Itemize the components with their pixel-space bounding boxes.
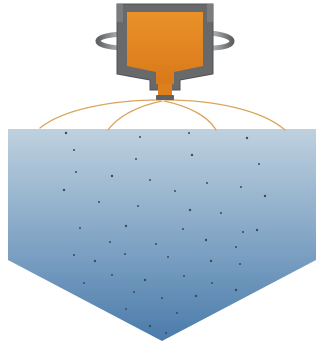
particle (62, 188, 66, 192)
particle (240, 186, 242, 188)
atomizer-rim-left (117, 4, 123, 22)
particle (206, 182, 208, 184)
particle (110, 174, 114, 178)
particle (73, 254, 75, 256)
particle (135, 158, 137, 160)
spray-arc-outer-right (165, 99, 286, 131)
particle (165, 332, 167, 334)
particle (75, 171, 77, 173)
particle (149, 179, 151, 181)
spray-arc-outer-left (39, 99, 161, 129)
particle (204, 238, 208, 242)
spray-arc-inner-right (163, 100, 217, 131)
drying-chamber (8, 129, 316, 341)
atomizer-cavity (127, 12, 203, 84)
particle (239, 263, 241, 265)
particle (143, 278, 147, 282)
rotary-atomizer (116, 3, 214, 100)
particle (137, 205, 139, 207)
particle (190, 153, 194, 157)
particle (125, 308, 127, 310)
atomizer-rim-right (207, 4, 213, 22)
particle (188, 132, 190, 134)
particle (109, 241, 111, 243)
particle (93, 259, 97, 263)
particle (83, 282, 85, 284)
nozzle-tip (156, 95, 174, 100)
particle (124, 224, 128, 228)
particle (98, 201, 100, 203)
particle (242, 231, 244, 233)
particle (220, 212, 222, 214)
particle (188, 208, 192, 212)
particle (255, 228, 259, 232)
particle (161, 297, 163, 299)
particle (182, 228, 184, 230)
particle (235, 246, 237, 248)
particle (73, 149, 75, 151)
particle (258, 163, 260, 165)
particle (183, 275, 185, 277)
particle (209, 259, 213, 263)
particle (111, 274, 113, 276)
spray-pattern (39, 99, 286, 131)
spray-arc-inner-left (107, 100, 163, 131)
particle (174, 190, 176, 192)
particle (124, 253, 126, 255)
particle (263, 194, 267, 198)
particle (148, 324, 152, 328)
particle (167, 256, 169, 258)
particle (155, 243, 157, 245)
particle (133, 291, 135, 293)
particle (211, 282, 213, 284)
particle (139, 136, 141, 138)
particle (176, 312, 178, 314)
particle (64, 131, 68, 135)
particles (62, 131, 267, 334)
particle (234, 288, 238, 292)
particle (194, 294, 198, 298)
particle (79, 227, 81, 229)
particle (245, 136, 249, 140)
